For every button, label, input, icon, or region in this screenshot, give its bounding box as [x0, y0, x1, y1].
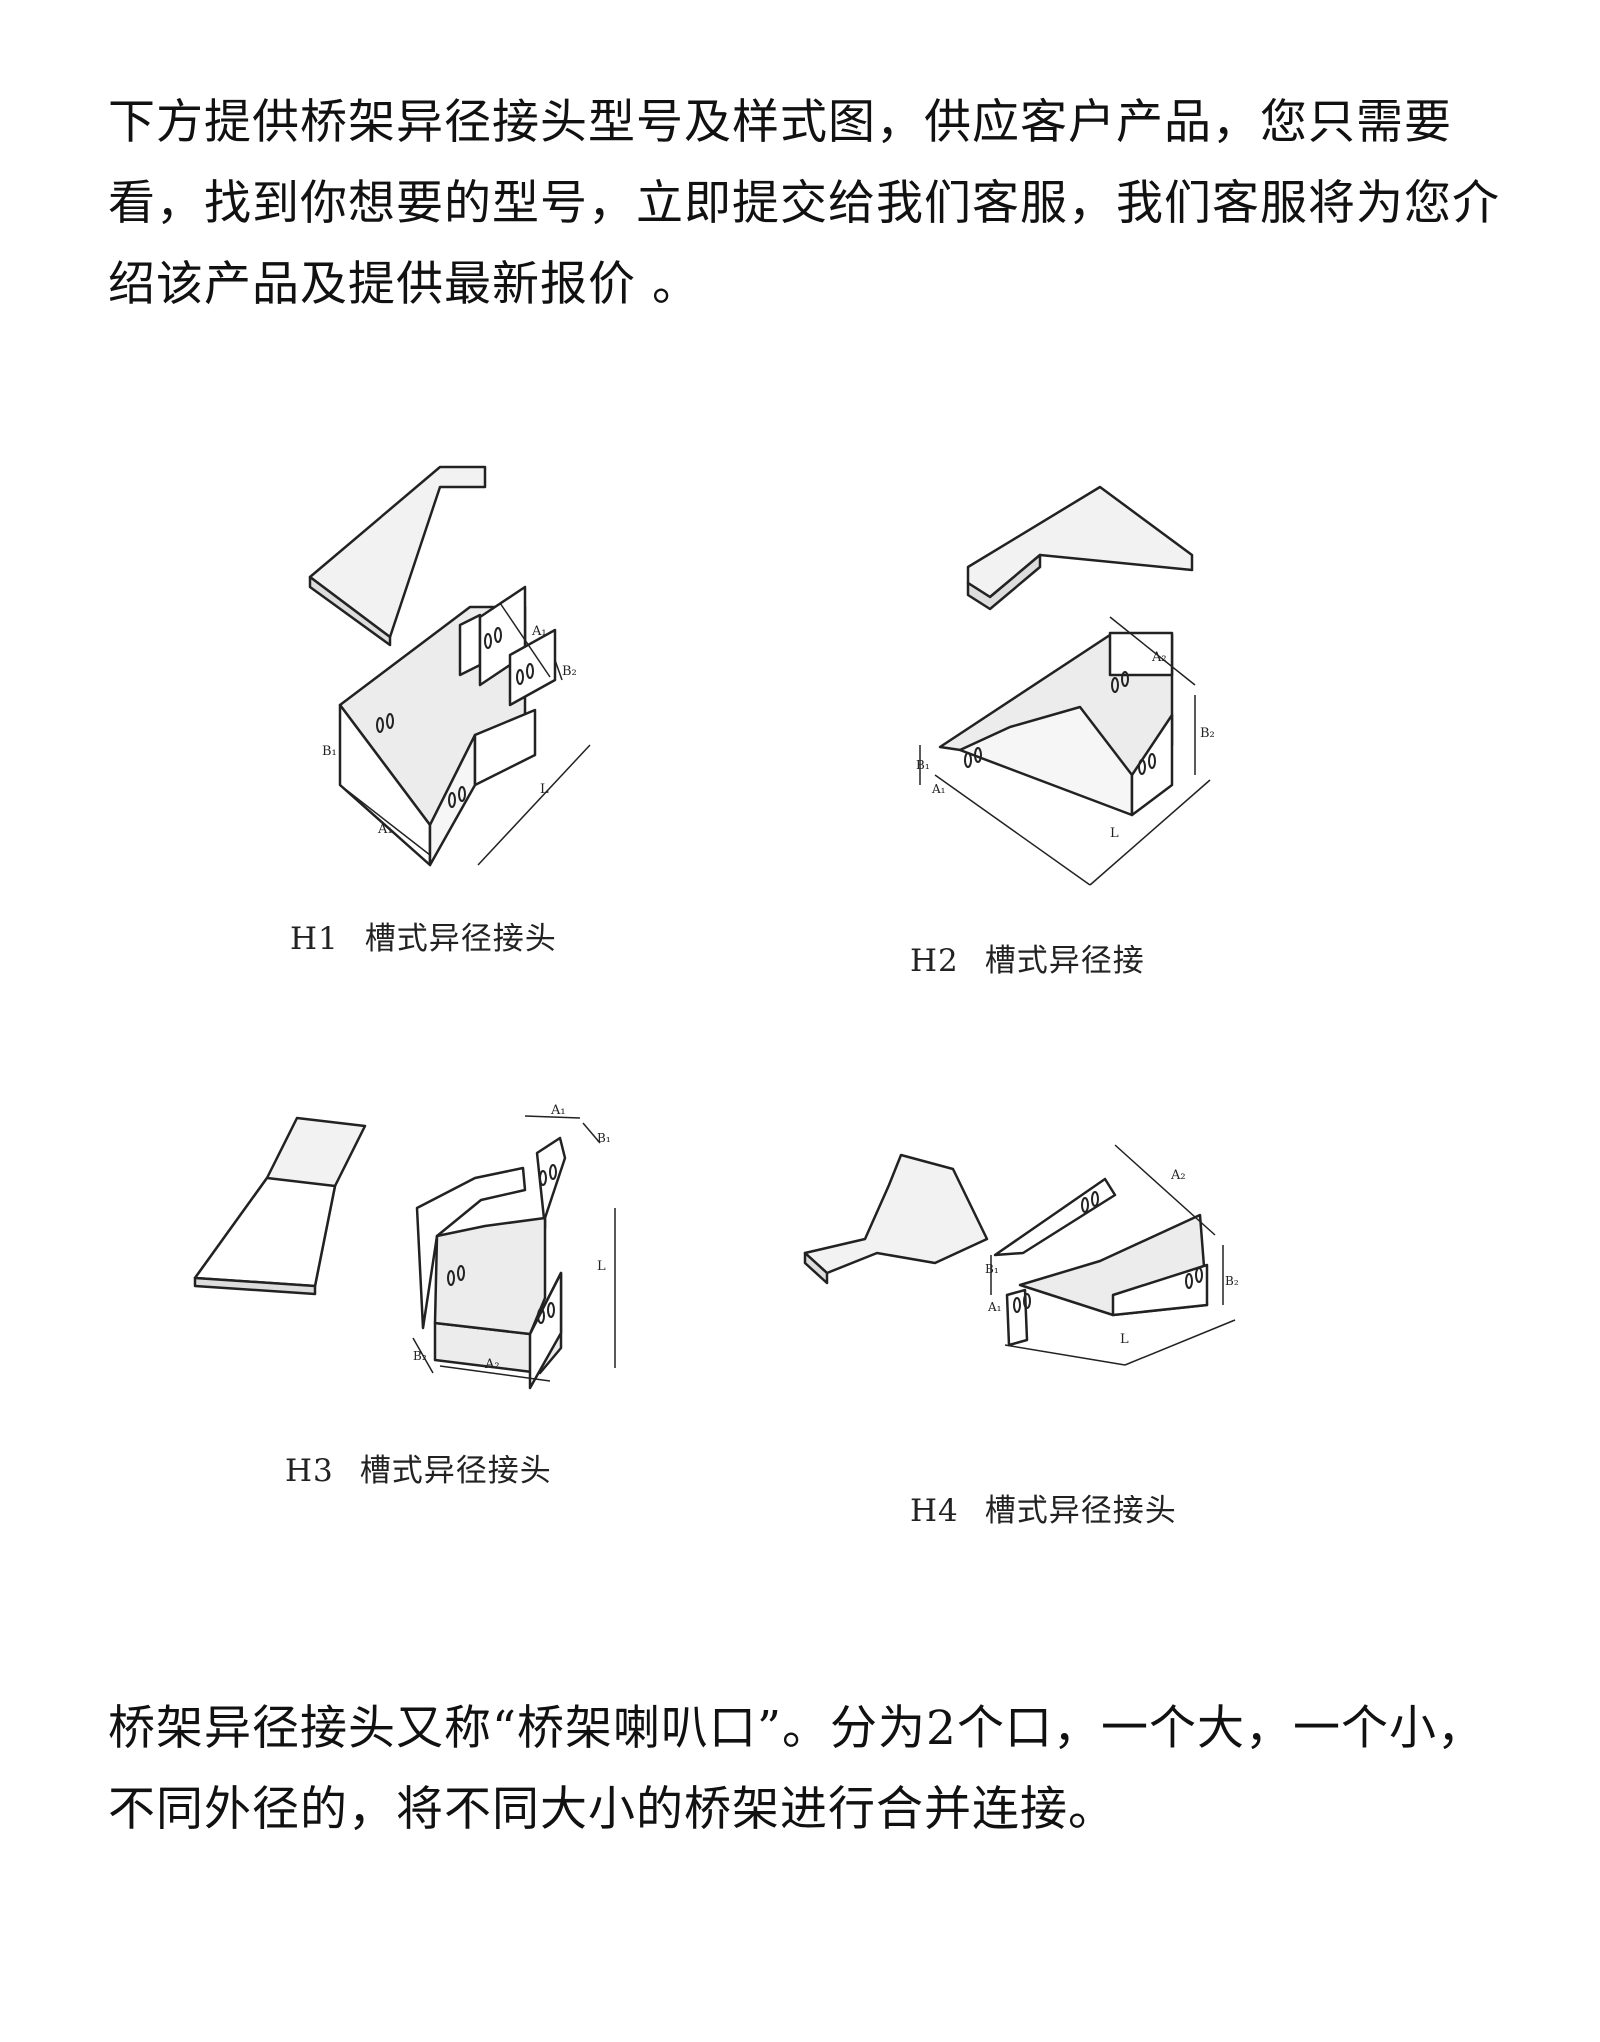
h1-dim-a1-bottom: A₁ [377, 822, 393, 837]
h4-dim-l: L [1120, 1332, 1129, 1347]
h1-code: H1 [290, 921, 339, 957]
h3-dim-a2: A₂ [484, 1357, 500, 1372]
h1-dim-a1: A₁ [531, 624, 547, 639]
figure-h3-drawing: A₁ B₁ L B₂ A₂ [193, 1103, 616, 1390]
h4-code: H4 [910, 1493, 959, 1529]
outro-paragraph: 桥架异径接头又称“桥架喇叭口”。分为2个口，一个大，一个小，不同外径的，将不同大… [108, 1701, 1485, 1837]
h1-name: 槽式异径接头 [364, 921, 557, 957]
figure-h3-caption: H3 槽式异径接头 [285, 1445, 552, 1490]
h2-dim-b2: B₂ [1200, 726, 1215, 741]
intro-paragraph: 下方提供桥架异径接头型号及样式图，供应客户产品，您只需要看，找到你想要的型号，立… [108, 95, 1500, 312]
h3-dim-a1: A₁ [550, 1103, 566, 1118]
h4-dim-b1: B₁ [985, 1262, 999, 1276]
figure-h4-drawing: A₂ B₂ B₁ A₁ L [803, 1144, 1239, 1366]
h1-dim-b2: B₂ [562, 664, 577, 679]
h2-dim-a1: A₁ [931, 782, 945, 796]
h2-dim-b1: B₁ [916, 758, 930, 772]
h3-code: H3 [285, 1453, 334, 1489]
h2-dim-a2: A₂ [1151, 650, 1167, 665]
figure-h1-drawing: A₁ B₂ B₁ A₁ L [308, 465, 591, 867]
h1-dim-l: L [540, 782, 549, 797]
h2-dim-l: L [1110, 826, 1119, 841]
h4-dim-a2: A₂ [1170, 1168, 1186, 1183]
figure-h2-caption: H2 槽式异径接 [910, 935, 1145, 980]
figure-h2-drawing: A₂ B₂ B₁ A₁ L [916, 485, 1215, 886]
h1-dim-b1: B₁ [322, 744, 337, 759]
h4-name: 槽式异径接头 [984, 1493, 1177, 1529]
h2-name: 槽式异径接 [984, 943, 1145, 979]
h3-dim-b2: B₂ [413, 1349, 427, 1363]
h2-code: H2 [910, 943, 959, 979]
figure-h1-caption: H1 槽式异径接头 [290, 913, 557, 958]
h3-dim-l: L [597, 1259, 606, 1274]
h4-dim-a1: A₁ [987, 1300, 1001, 1314]
figure-h4-caption: H4 槽式异径接头 [910, 1485, 1177, 1530]
h4-dim-b2: B₂ [1225, 1274, 1239, 1288]
h3-dim-b1: B₁ [597, 1131, 611, 1145]
h3-name: 槽式异径接头 [359, 1453, 552, 1489]
